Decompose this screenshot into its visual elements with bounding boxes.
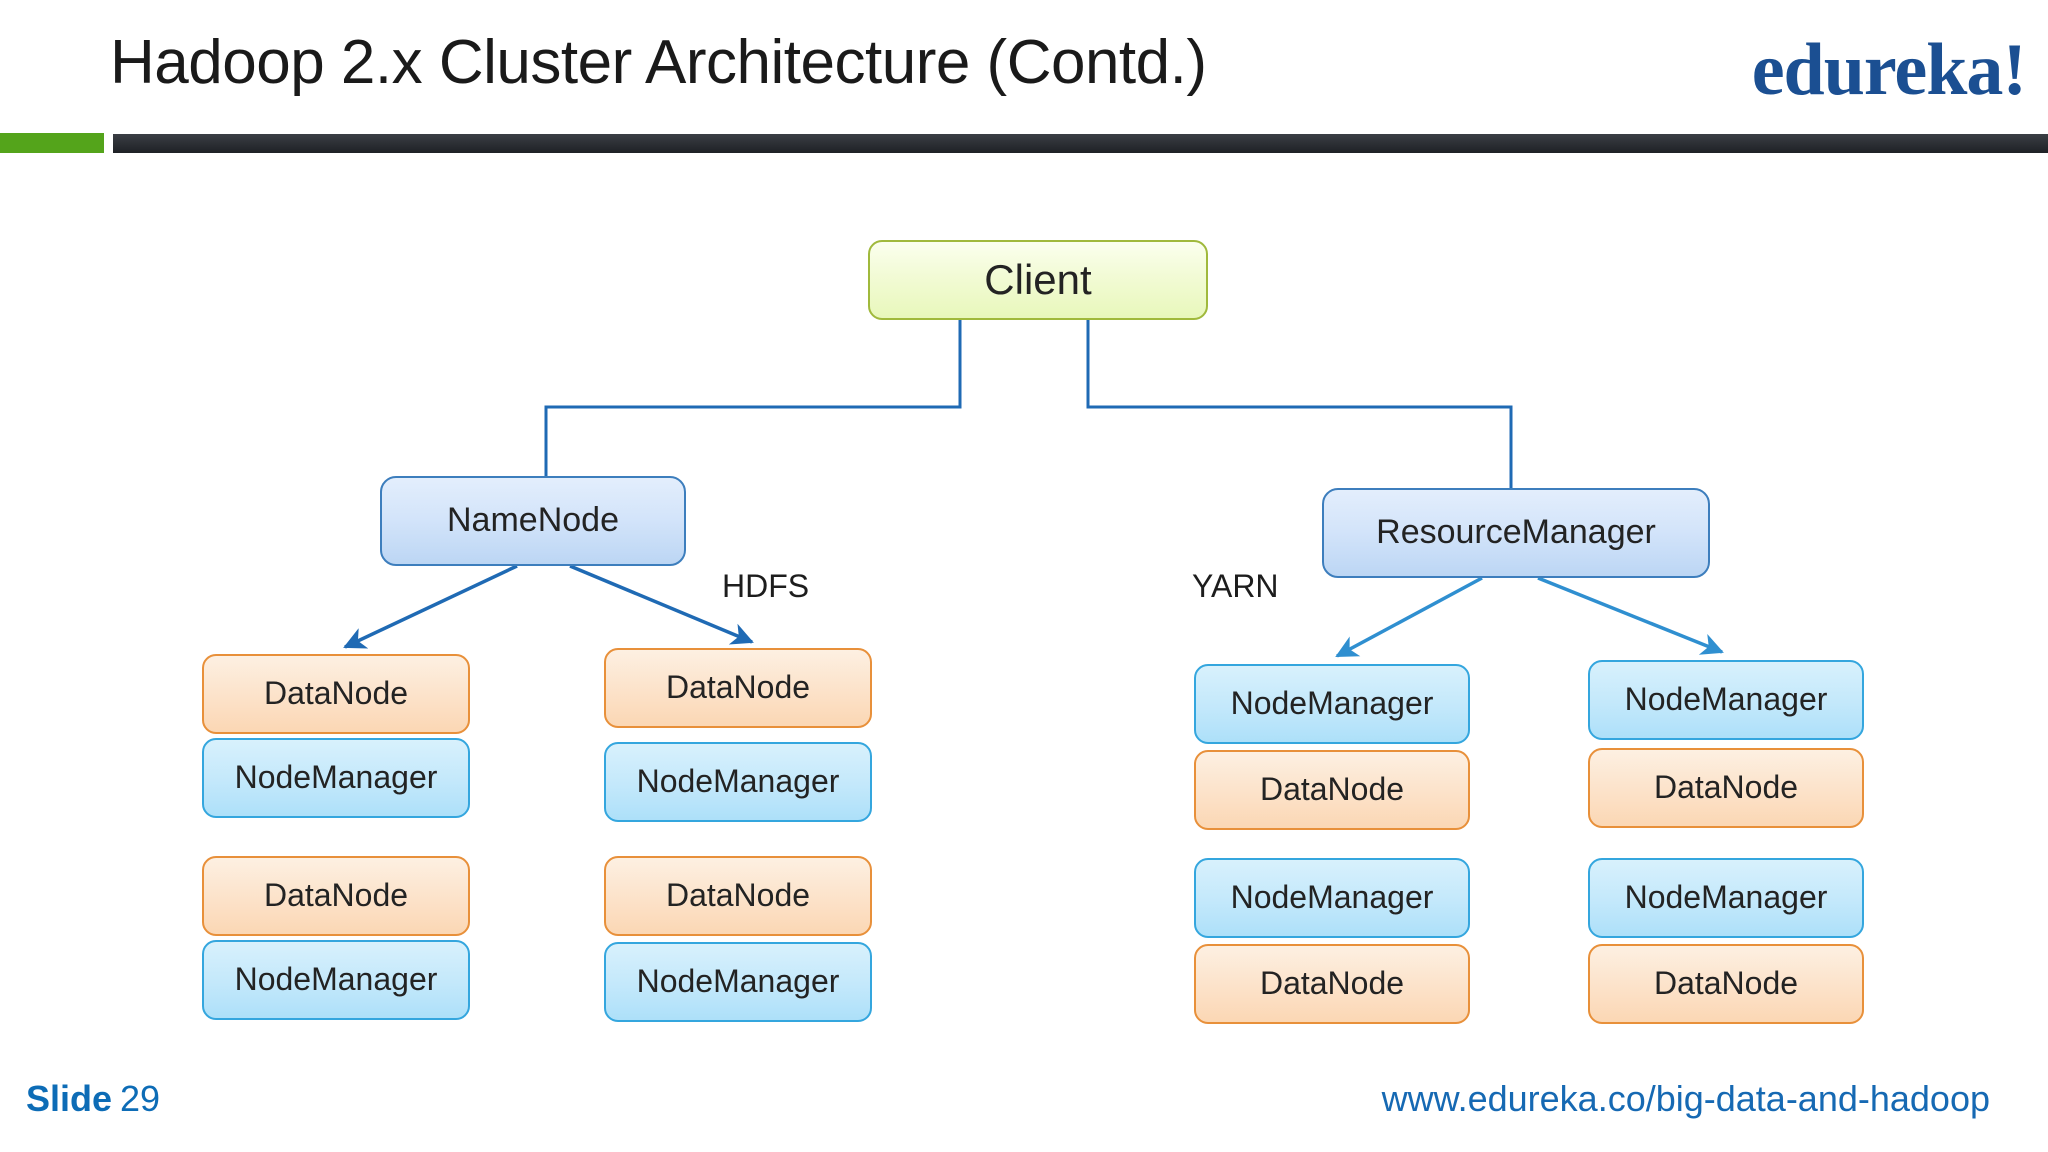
node-worker-nodemanager[interactable]: NodeManager [604, 942, 872, 1022]
edureka-logo: edureka! [1751, 29, 2027, 111]
node-worker-datanode[interactable]: DataNode [1588, 748, 1864, 828]
node-namenode[interactable]: NameNode [380, 476, 686, 566]
connector-client-to-namenode [544, 320, 962, 476]
connector-namenode-to-datanode-1 [343, 564, 518, 649]
node-worker-nodemanager[interactable]: NodeManager [1194, 858, 1470, 938]
footer-url-link[interactable]: www.edureka.co/big-data-and-hadoop [1381, 1078, 1990, 1119]
connector-layer [343, 320, 1724, 658]
header-accent-green-bar [0, 133, 104, 153]
node-client[interactable]: Client [868, 240, 1208, 320]
node-worker-nodemanager[interactable]: NodeManager [202, 940, 470, 1020]
node-worker-nodemanager[interactable]: NodeManager [1588, 858, 1864, 938]
page-title: Hadoop 2.x Cluster Architecture (Contd.) [110, 28, 1207, 97]
node-resourcemanager[interactable]: ResourceManager [1322, 488, 1710, 578]
node-worker-nodemanager[interactable]: NodeManager [1194, 664, 1470, 744]
slide-number-label: Slide [26, 1078, 113, 1119]
architecture-diagram: Client HDFS YARN NameNode ResourceManage… [0, 160, 2048, 1060]
node-worker-datanode[interactable]: DataNode [604, 648, 872, 728]
connector-resourcemanager-to-nodemanager-2 [1537, 576, 1724, 655]
slide-header: Hadoop 2.x Cluster Architecture (Contd.)… [0, 0, 2048, 160]
node-worker-datanode[interactable]: DataNode [202, 856, 470, 936]
node-worker-datanode[interactable]: DataNode [1194, 944, 1470, 1024]
connector-namenode-to-datanode-2 [569, 564, 754, 645]
node-worker-datanode[interactable]: DataNode [202, 654, 470, 734]
node-worker-nodemanager[interactable]: NodeManager [604, 742, 872, 822]
header-accent-dark-bar [113, 134, 2048, 153]
slide-number-value: 29 [120, 1078, 161, 1119]
node-worker-nodemanager[interactable]: NodeManager [1588, 660, 1864, 740]
edge-label-yarn: YARN [1192, 568, 1279, 604]
node-worker-datanode[interactable]: DataNode [1588, 944, 1864, 1024]
connector-resourcemanager-to-nodemanager-1 [1335, 576, 1483, 658]
node-worker-nodemanager[interactable]: NodeManager [202, 738, 470, 818]
node-worker-datanode[interactable]: DataNode [1194, 750, 1470, 830]
node-worker-datanode[interactable]: DataNode [604, 856, 872, 936]
connector-client-to-resourcemanager [1086, 320, 1513, 488]
edge-label-hdfs: HDFS [722, 568, 810, 604]
